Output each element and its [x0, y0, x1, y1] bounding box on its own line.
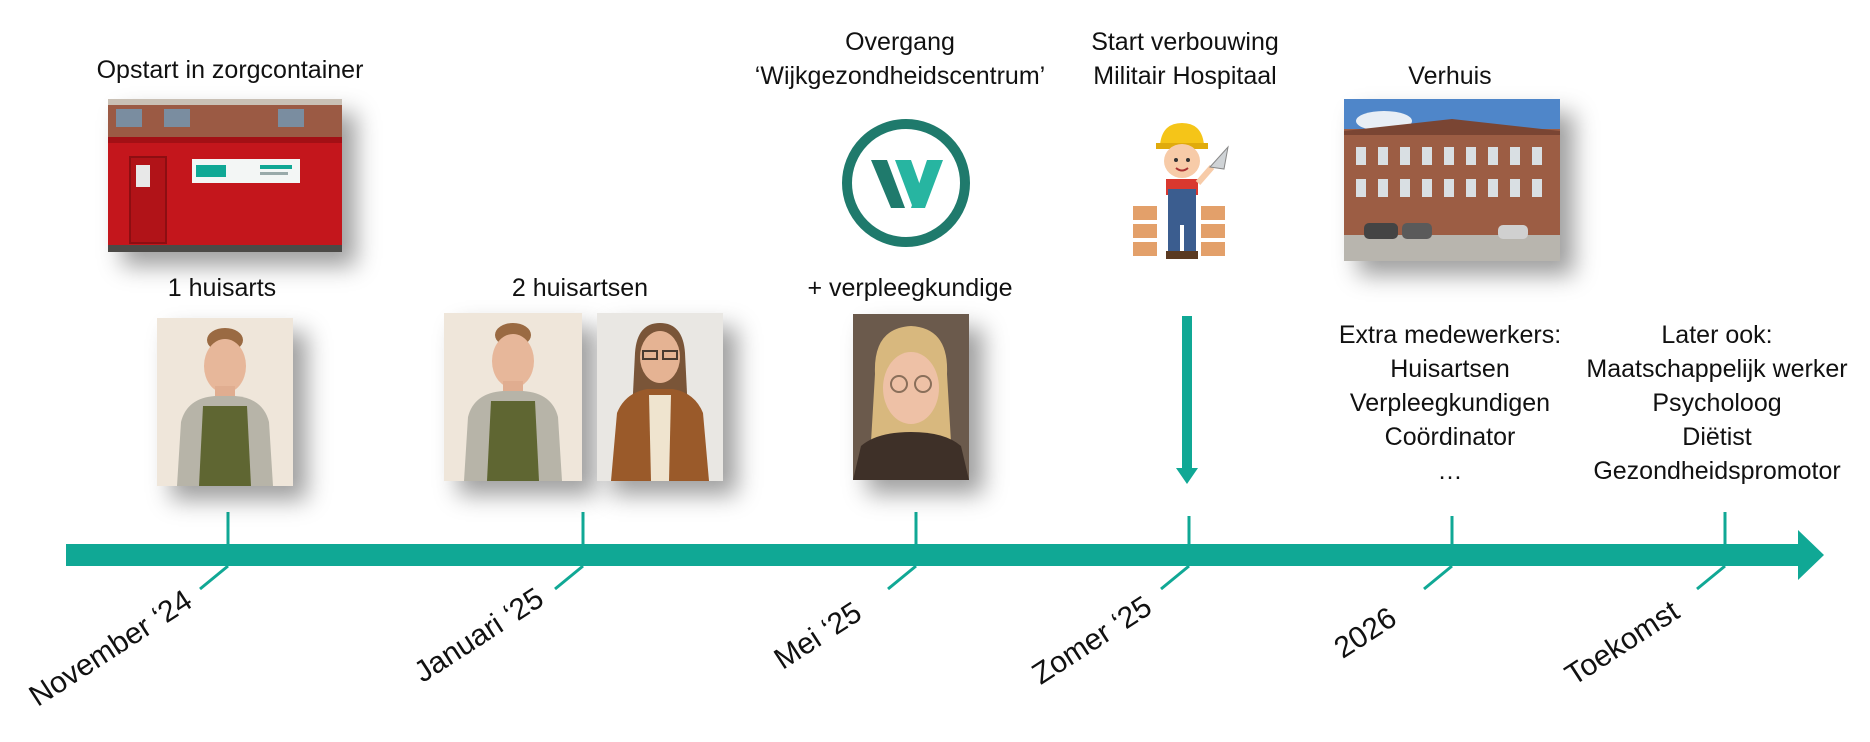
caption-2-huisartsen: 2 huisartsen [480, 271, 680, 305]
caption-verpleegkundige: + verpleegkundige [780, 271, 1040, 305]
caption-overgang: Overgang ‘Wijkgezondheidscentrum’ [735, 25, 1065, 93]
tick-connector-nov24 [199, 564, 229, 591]
caption-1-huisarts: 1 huisarts [122, 271, 322, 305]
caption-line: Militair Hospitaal [1093, 62, 1277, 90]
wijkgezondheidscentrum-logo [842, 119, 970, 247]
caption-line: Extra medewerkers: [1338, 321, 1562, 349]
caption-line: + verpleegkundige [807, 274, 1013, 302]
caption-opstart: Opstart in zorgcontainer [70, 53, 390, 87]
verpleegkundige-portrait [853, 314, 969, 480]
construction-worker-illustration [1131, 123, 1229, 259]
caption-line: Start verbouwing [1091, 28, 1279, 56]
caption-line: Verpleegkundigen [1349, 389, 1551, 417]
caption-line: Coördinator [1384, 423, 1516, 451]
caption-line: Overgang [845, 28, 955, 56]
zorgcontainer-photo [108, 99, 342, 252]
caption-line: Psycholoog [1652, 389, 1782, 417]
tick-connector-jan25 [554, 564, 584, 591]
huisarts-portrait [597, 313, 723, 481]
huisarts-portrait [444, 313, 582, 481]
down-arrow-shaft [1182, 316, 1192, 468]
caption-line: 1 huisarts [167, 274, 277, 302]
caption-line: … [1437, 457, 1463, 485]
tick-connector-2026 [1423, 564, 1453, 591]
tick-connector-mei25 [887, 564, 917, 591]
caption-line: 2 huisartsen [511, 274, 649, 302]
timeline-arrowhead [1798, 530, 1824, 580]
tick-connector-toekomst [1696, 564, 1726, 591]
timeline-bar [66, 544, 1806, 566]
caption-line: Gezondheidspromotor [1593, 457, 1841, 485]
caption-line: Opstart in zorgcontainer [96, 56, 364, 84]
down-arrow-head [1176, 468, 1198, 484]
hospital-building-photo [1344, 99, 1560, 261]
tick-connector-zomer25 [1160, 564, 1190, 591]
caption-line: Later ook: [1661, 321, 1773, 349]
caption-verbouwing: Start verbouwing Militair Hospitaal [1060, 25, 1310, 93]
caption-verhuis: Verhuis [1370, 59, 1530, 93]
huisarts-portrait [157, 318, 293, 486]
caption-line: Maatschappelijk werker [1586, 355, 1848, 383]
caption-later-ook: Later ook: Maatschappelijk werker Psycho… [1567, 318, 1867, 488]
caption-line: Huisartsen [1390, 355, 1510, 383]
caption-line: Verhuis [1408, 62, 1492, 90]
caption-extra-medewerkers: Extra medewerkers: Huisartsen Verpleegku… [1310, 318, 1590, 488]
caption-line: Diëtist [1682, 423, 1752, 451]
caption-line: ‘Wijkgezondheidscentrum’ [754, 62, 1046, 90]
